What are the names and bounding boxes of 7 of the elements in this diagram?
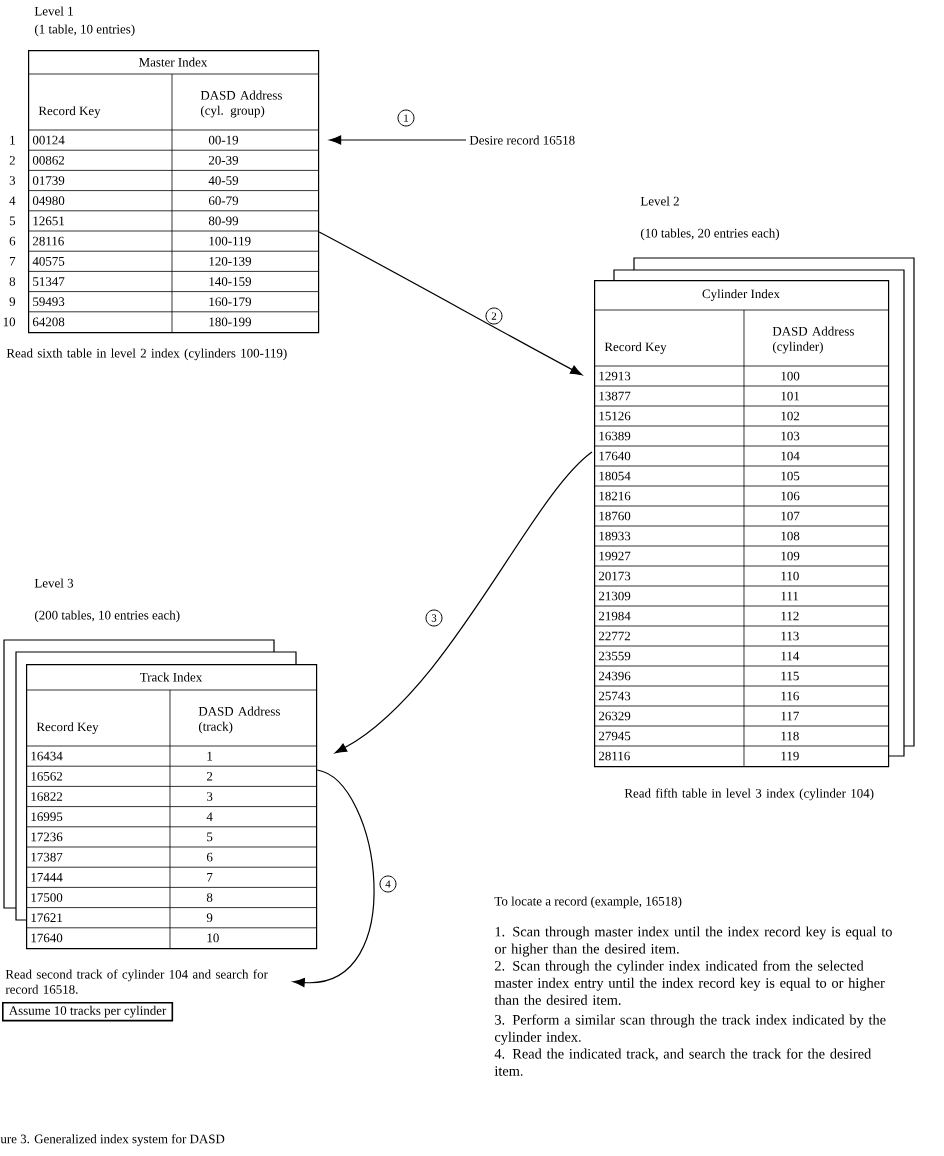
arrow <box>334 451 593 754</box>
arrow <box>318 231 583 376</box>
index-table <box>25 664 318 950</box>
arrow <box>292 769 375 988</box>
arrow <box>329 135 467 145</box>
index-table <box>27 50 320 334</box>
index-table <box>593 280 890 768</box>
